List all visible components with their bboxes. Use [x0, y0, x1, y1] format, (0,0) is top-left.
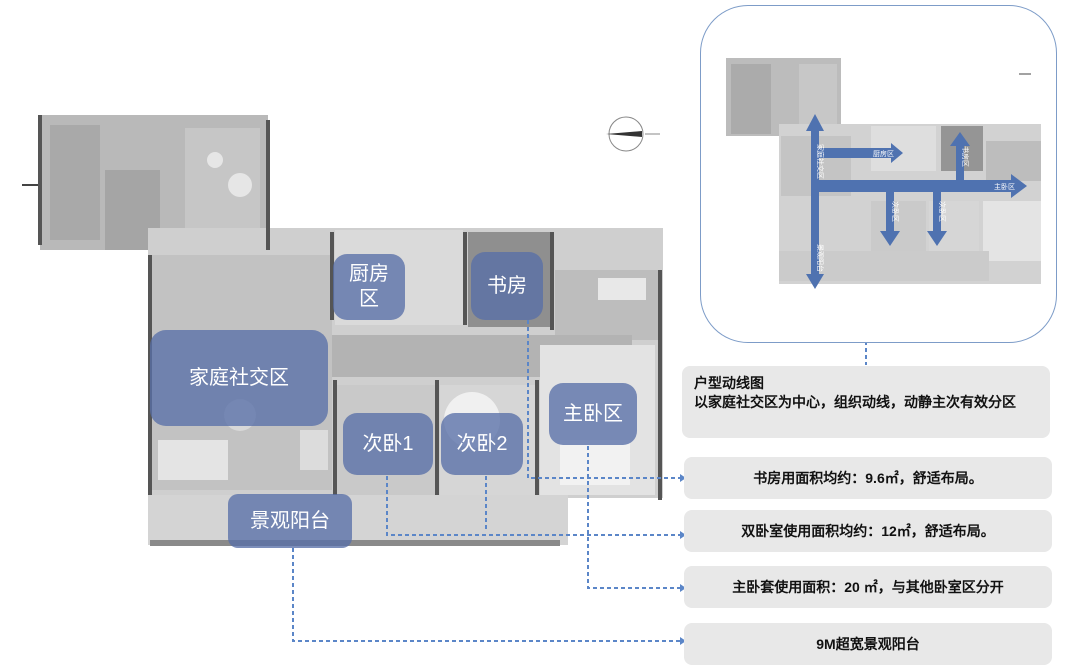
circulation-minimap: 家庭社交区 厨房区 书房区 主卧区 次卧区 次卧区 景观阳台 [700, 5, 1057, 343]
callout-balcony: 9M超宽景观阳台 [684, 623, 1052, 665]
minimap-label-balcony: 景观阳台 [816, 244, 825, 272]
minimap-label-social: 家庭社交区 [816, 144, 825, 179]
flow-arrow-icon [806, 114, 1027, 289]
minimap-label-bed1: 次卧区 [891, 201, 900, 222]
zone-balcony: 景观阳台 [228, 494, 352, 548]
compass-icon [606, 116, 660, 152]
zone-living: 家庭社交区 [150, 330, 328, 426]
intro-title: 户型动线图 [694, 375, 764, 391]
minimap-label-kitchen: 厨房区 [873, 149, 894, 158]
zone-bedroom-1: 次卧1 [343, 413, 433, 475]
intro-body: 以家庭社交区为中心，组织动线，动静主次有效分区 [694, 394, 1016, 410]
callout-bedrooms: 双卧室使用面积均约：12㎡，舒适布局。 [684, 510, 1052, 552]
callout-master: 主卧套使用面积：20 ㎡，与其他卧室区分开 [684, 566, 1052, 608]
minimap-label-study: 书房区 [961, 146, 970, 167]
zone-study: 书房 [471, 252, 543, 320]
intro-box: 户型动线图 以家庭社交区为中心，组织动线，动静主次有效分区 [682, 366, 1050, 438]
zone-bedroom-2: 次卧2 [441, 413, 523, 475]
floor-plan [22, 115, 663, 546]
zone-master: 主卧区 [549, 383, 637, 445]
callout-study: 书房用面积均约：9.6㎡，舒适布局。 [684, 457, 1052, 499]
minimap-label-master: 主卧区 [994, 182, 1015, 191]
zone-kitchen: 厨房 区 [333, 254, 405, 320]
minimap-label-bed2: 次卧区 [938, 201, 947, 222]
minimap-plan: 家庭社交区 厨房区 书房区 主卧区 次卧区 次卧区 景观阳台 [726, 58, 1041, 289]
